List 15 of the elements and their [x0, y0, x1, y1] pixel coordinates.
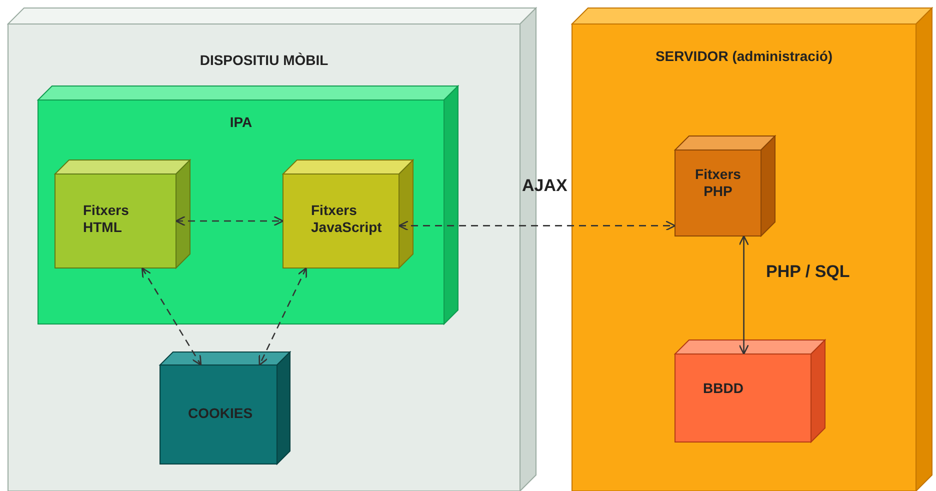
connector-arrow — [141, 267, 202, 366]
node-title: DISPOSITIU MÒBIL — [198, 52, 330, 69]
edge-label: PHP / SQL — [766, 262, 850, 282]
node-title: Fitxers HTML — [83, 202, 130, 236]
connector-arrow — [258, 267, 308, 366]
node-title: Fitxers JavaScript — [311, 202, 383, 236]
node-title: COOKIES — [188, 405, 254, 422]
connector-arrow — [738, 235, 749, 355]
node-title: BBDD — [703, 380, 744, 397]
connector-arrow — [398, 220, 676, 231]
node-title: Fitxers PHP — [694, 166, 742, 200]
node-title: IPA — [228, 114, 254, 131]
connector-arrow — [175, 216, 284, 226]
node-title: SERVIDOR (administració) — [654, 48, 834, 65]
edge-label: AJAX — [522, 176, 568, 196]
